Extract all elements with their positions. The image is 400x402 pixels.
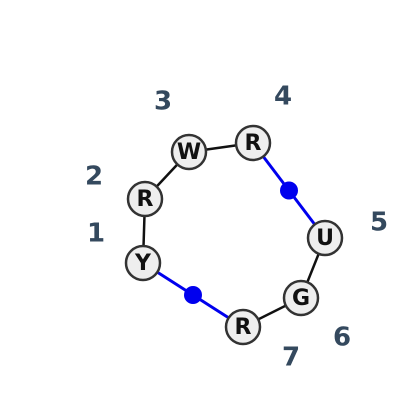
position-number-1: 1	[87, 219, 105, 249]
node-circle	[282, 279, 320, 317]
position-number-4: 4	[274, 82, 292, 112]
position-number-7: 7	[282, 343, 300, 373]
node-circle	[234, 124, 272, 162]
position-number-2: 2	[85, 162, 103, 192]
node-letter: Y	[134, 251, 152, 276]
node-5: U	[306, 219, 344, 257]
node-letter: U	[316, 226, 334, 251]
node-circle	[306, 219, 344, 257]
node-circle	[124, 244, 162, 282]
node-letter: G	[292, 286, 310, 311]
marker-dots-layer	[184, 181, 298, 304]
position-number-6: 6	[333, 323, 351, 353]
node-4: R	[234, 124, 272, 162]
node-7: R	[224, 308, 262, 346]
edge-marker-dot-4-5	[280, 181, 298, 200]
node-circle	[126, 180, 164, 218]
node-6: G	[282, 279, 320, 317]
node-1: Y	[124, 244, 162, 282]
node-letter: W	[177, 140, 201, 165]
node-3: W	[170, 133, 208, 171]
node-letter: R	[235, 315, 252, 340]
node-circle	[170, 133, 208, 171]
position-number-3: 3	[154, 87, 172, 117]
edge-marker-dot-7-1	[184, 286, 202, 304]
position-labels-layer: 1 2 3 4 5 6 7	[85, 82, 388, 373]
node-letter: R	[245, 131, 262, 156]
node-circle	[224, 308, 262, 346]
position-number-5: 5	[370, 208, 388, 238]
node-2: R	[126, 180, 164, 218]
node-letter: R	[137, 187, 154, 212]
